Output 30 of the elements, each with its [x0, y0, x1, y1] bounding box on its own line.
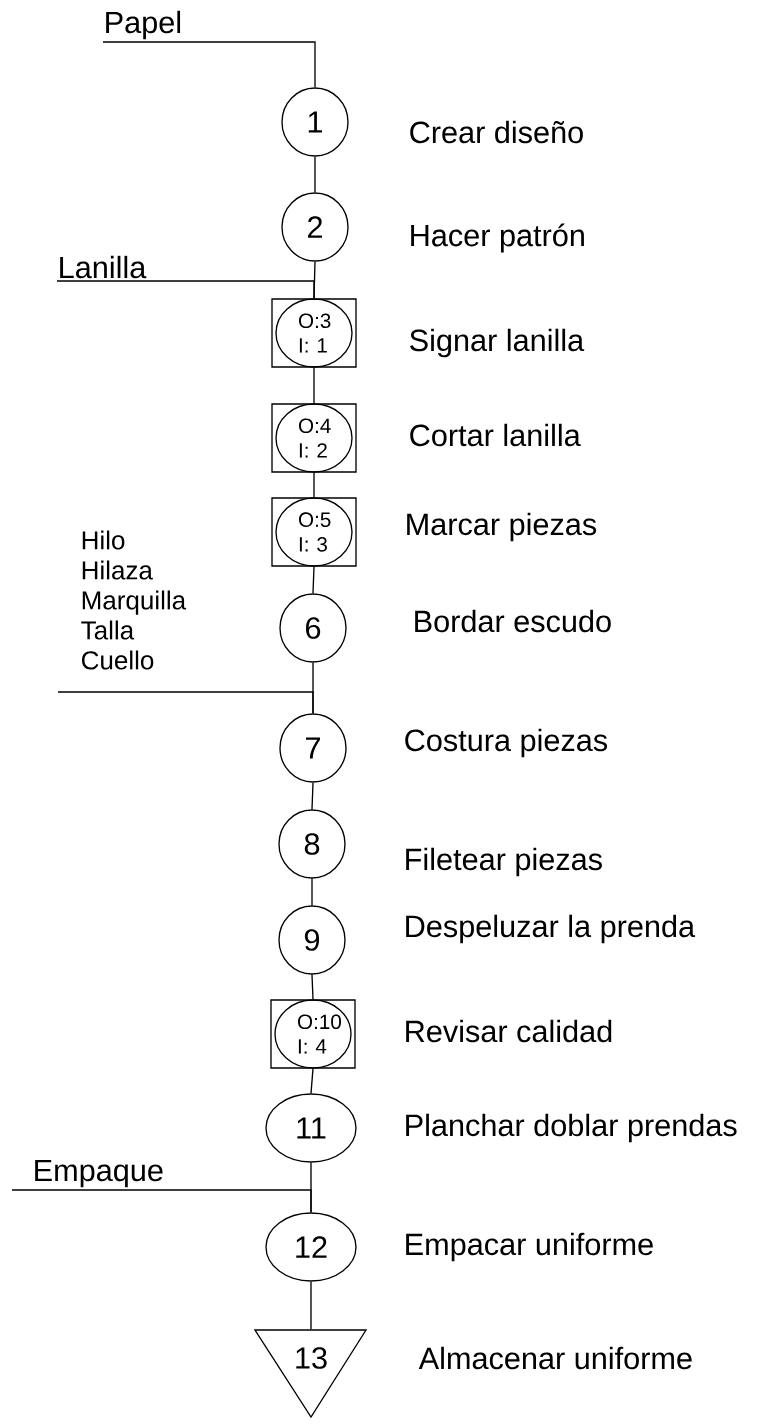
step-label: Hacer patrón	[411, 223, 584, 253]
flow-line	[310, 1068, 314, 1094]
input-label: Papel	[106, 10, 181, 40]
input-label: Empaque	[35, 1159, 163, 1188]
flow-line	[314, 156, 316, 193]
step-label: Cortar lanilla	[410, 423, 581, 447]
step-label: Marcar piezas	[407, 512, 597, 542]
feed-line	[56, 280, 315, 299]
flow-line	[313, 367, 315, 404]
step-label: Despeluzar la prenda	[406, 914, 696, 944]
feed-line	[57, 691, 314, 714]
step-label: Planchar doblar prendas	[406, 1113, 737, 1143]
step-label: Costura piezas	[405, 728, 608, 758]
flow-line	[311, 878, 313, 906]
step-label: Revisar calidad	[406, 1019, 612, 1043]
step-label: Bordar escudo	[415, 609, 611, 633]
flow-line	[312, 566, 315, 594]
flow-line	[313, 472, 315, 498]
step-label: Crear diseño	[410, 120, 583, 144]
step-label: Filetear piezas	[406, 847, 602, 877]
input-label: Lanilla	[60, 255, 147, 279]
step-label: Almacenar uniforme	[418, 1346, 692, 1370]
step-label: Signar lanilla	[410, 328, 585, 358]
feed-line	[102, 41, 316, 88]
input-list: Hilo Hilaza Marquilla Talla Cuello	[81, 530, 187, 670]
flow-line	[310, 1281, 312, 1330]
feed-line	[11, 1189, 312, 1213]
step-label: Empacar uniforme	[406, 1232, 653, 1262]
flow-line	[311, 782, 314, 810]
flow-line	[311, 974, 314, 1000]
